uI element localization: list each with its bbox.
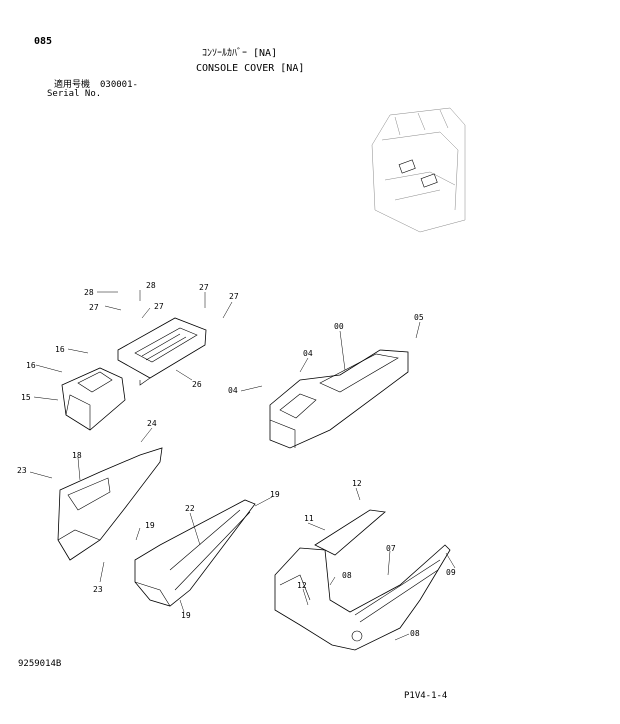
callout-22: 22 [185,504,195,513]
page-number: 085 [34,36,53,47]
callout-28: 28 [146,281,156,290]
callout-16: 16 [26,361,36,370]
reference-code: P1V4-1-4 [404,691,448,701]
page-title-en: CONSOLE COVER [NA] [196,63,305,74]
part-11-pad [314,509,386,556]
part-22-cover [134,499,256,607]
callout-08: 08 [410,629,420,638]
part-07-cover [274,544,451,651]
part-18-cover [57,447,163,561]
callout-19: 19 [270,490,280,499]
callout-12: 12 [297,581,307,590]
part-26-bracket [117,317,207,386]
drawing-id: 9259014B [18,659,62,669]
callout-23: 23 [93,585,103,594]
callout-26: 26 [192,380,202,389]
leader-lines [29,290,456,641]
callout-24: 24 [147,419,157,428]
serial-label-jp: 適用号機 [54,80,91,90]
callout-27: 27 [154,302,164,311]
callout-27: 27 [199,283,209,292]
callout-27: 27 [229,292,239,301]
callout-18: 18 [72,451,82,460]
callout-19: 19 [145,521,155,530]
callout-23: 23 [17,466,27,475]
callout-04: 04 [228,386,238,395]
callout-27: 27 [89,303,99,312]
callout-07: 07 [386,544,396,553]
cab-locator-illustration [371,107,466,233]
callout-11: 11 [304,514,314,523]
serial-value: 030001- [100,80,138,90]
part-15-bracket [61,367,126,431]
callout-15: 15 [21,393,31,402]
callout-16: 16 [55,345,65,354]
callout-19: 19 [181,611,191,620]
part-00-console [269,349,409,449]
callout-28: 28 [84,288,94,297]
callout-00: 00 [334,322,344,331]
callout-09: 09 [446,568,456,577]
callout-04: 04 [303,349,313,358]
page-title-jp: ｺﾝｿｰﾙｶﾊﾞｰ [NA] [202,48,278,59]
callout-08: 08 [342,571,352,580]
callout-12: 12 [352,479,362,488]
callout-05: 05 [414,313,424,322]
serial-label-en: Serial No. [47,89,102,99]
